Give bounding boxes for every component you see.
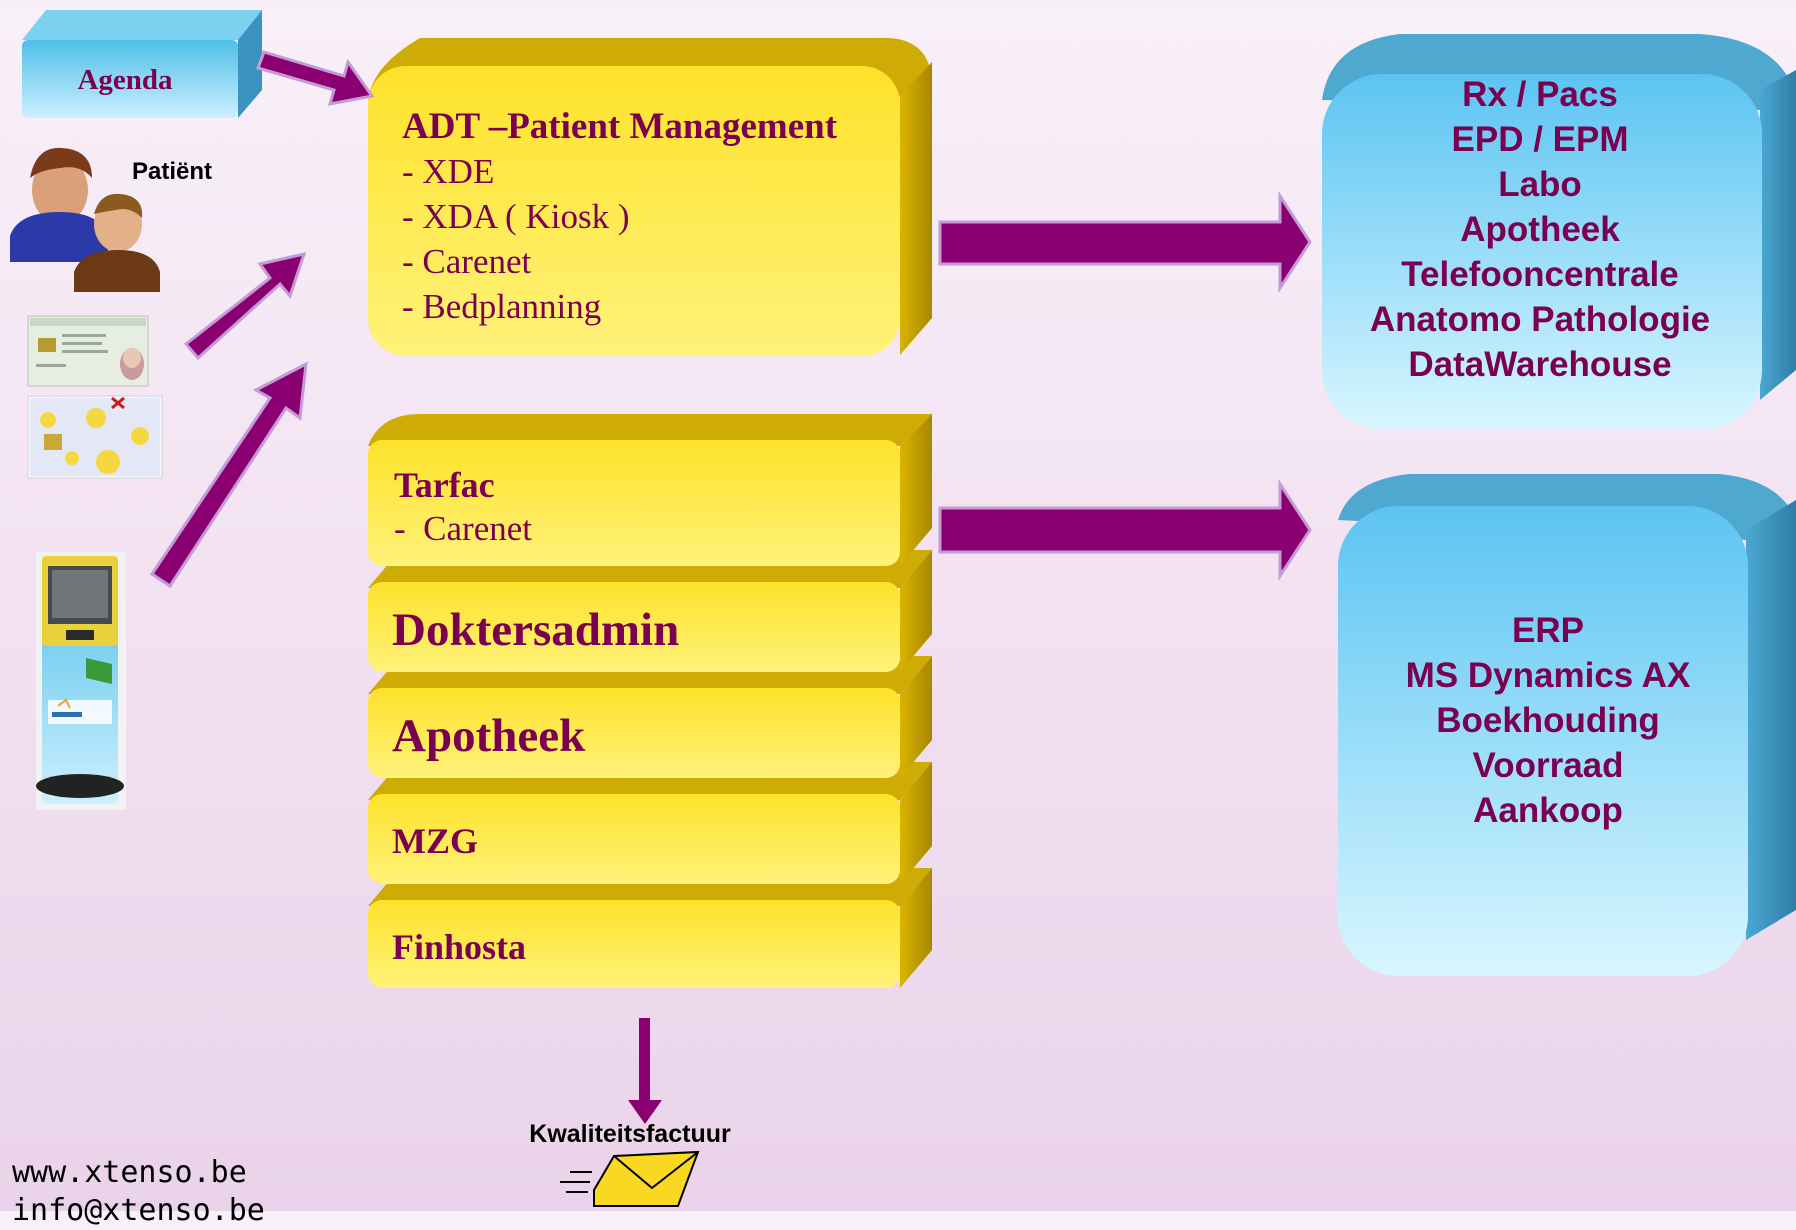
- yellow-stack: [368, 414, 932, 988]
- finhosta-label: Finhosta: [392, 927, 527, 967]
- adt-item-xda: - XDA ( Kiosk ): [402, 197, 630, 236]
- erp-item: Aankoop: [1473, 791, 1623, 830]
- clinical-item: Anatomo Pathologie: [1369, 300, 1711, 339]
- adt-text-block: ADT –Patient Management - XDE - XDA ( Ki…: [402, 104, 892, 329]
- arrow-tarfac-erp: [938, 478, 1312, 582]
- adt-title: ADT –Patient Management: [402, 106, 838, 147]
- erp-item: Boekhouding: [1436, 701, 1660, 740]
- clinical-systems-list: Rx / Pacs EPD / EPM Labo Apotheek Telefo…: [1330, 72, 1750, 387]
- envelope-icon: [560, 1150, 700, 1207]
- clinical-item: Rx / Pacs: [1462, 75, 1618, 114]
- agenda-box: [22, 10, 262, 118]
- arrow-adt-clinical: [938, 190, 1312, 294]
- footer-email[interactable]: info@xtenso.be: [12, 1193, 265, 1228]
- eid-card-icon: [27, 315, 149, 387]
- kwaliteitsfactuur-label: Kwaliteitsfactuur: [529, 1120, 731, 1148]
- arrow-agenda-adt: [256, 50, 375, 106]
- patient-label: Patiënt: [132, 158, 213, 185]
- tarfac-title: Tarfac: [394, 465, 495, 505]
- arrow-finhosta-output: [628, 1018, 662, 1124]
- kiosk-icon: [36, 552, 126, 810]
- apotheek-module-label: Apotheek: [392, 710, 586, 762]
- erp-item: Voorraad: [1472, 746, 1624, 785]
- adt-item-bedplanning: - Bedplanning: [402, 287, 602, 326]
- agenda-label: Agenda: [77, 64, 173, 96]
- tarfac-item-carenet: - Carenet: [394, 509, 532, 548]
- clinical-item: DataWarehouse: [1408, 345, 1672, 384]
- erp-box-shape: [1338, 474, 1796, 976]
- adt-item-carenet: - Carenet: [402, 242, 532, 281]
- adt-box-shape: [368, 38, 932, 356]
- erp-item: MS Dynamics AX: [1405, 656, 1691, 695]
- erp-item: ERP: [1512, 611, 1584, 650]
- adt-item-xde: - XDE: [402, 152, 495, 191]
- clinical-item: Apotheek: [1460, 210, 1620, 249]
- arrow-kiosk-adt: [149, 361, 308, 589]
- erp-list: ERP MS Dynamics AX Boekhouding Voorraad …: [1338, 608, 1758, 833]
- mzg-label: MZG: [392, 821, 478, 861]
- doktersadmin-label: Doktersadmin: [392, 604, 680, 656]
- clinical-systems-box-shape: [1322, 34, 1796, 430]
- clinical-item: Labo: [1498, 165, 1582, 204]
- arrows: [149, 50, 1312, 1124]
- footer-contact: www.xtenso.be info@xtenso.be: [12, 1154, 265, 1230]
- clinical-item: EPD / EPM: [1451, 120, 1629, 159]
- sis-card-icon: [27, 395, 163, 479]
- arrow-patient-adt: [183, 251, 307, 361]
- clinical-item: Telefooncentrale: [1401, 255, 1679, 294]
- footer-website[interactable]: www.xtenso.be: [12, 1155, 247, 1190]
- patient-people-icon: [10, 147, 160, 292]
